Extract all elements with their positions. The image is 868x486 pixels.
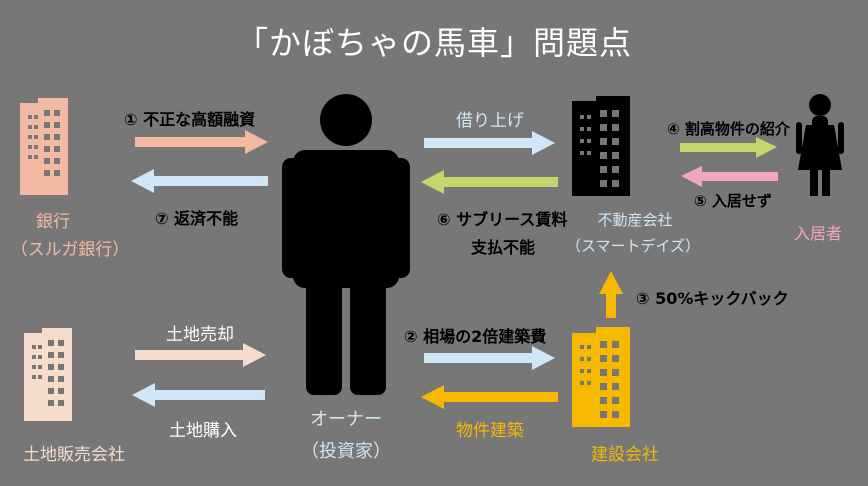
land-company-building-icon xyxy=(24,328,72,421)
arrow-kickback xyxy=(599,271,623,318)
arrow-land-sale xyxy=(135,343,266,367)
arrow-no-repay xyxy=(131,169,268,193)
edge-label-land-purchase: 土地購入 xyxy=(169,421,237,441)
bank-sublabel: （スルガ銀行） xyxy=(10,240,130,260)
tenant-label: 入居者 xyxy=(793,224,843,243)
edge-label-no-repay: ⑦ 返済不能 xyxy=(155,209,239,228)
edge-label-no-move-in: ⑤ 入居せず xyxy=(694,192,772,210)
edge-label-build-cost: ② 相場の2倍建築費 xyxy=(404,327,547,346)
builder-label: 建設会社 xyxy=(591,445,659,465)
edge-label-kickback: ③ 50%キックバック xyxy=(636,289,789,308)
page-title: 「かぼちゃの馬車」問題点 xyxy=(235,24,632,62)
realestate-label: 不動産会社 xyxy=(597,211,673,229)
arrow-land-purchase xyxy=(132,383,265,407)
owner-person-icon xyxy=(282,94,410,395)
realestate-building-icon xyxy=(572,96,630,196)
edge-label-lease: 借り上げ xyxy=(456,111,524,131)
arrow-construction xyxy=(421,385,558,409)
edge-label-sublease-1: ⑥ サブリース賃料 xyxy=(437,210,568,229)
land-company-label: 土地販売会社 xyxy=(23,445,125,465)
owner-label: オーナー xyxy=(310,409,382,430)
edge-label-loan: ① 不正な高額融資 xyxy=(124,110,256,129)
bank-label: 銀行 xyxy=(36,212,70,232)
edge-label-sublease-2: 支払不能 xyxy=(471,238,536,257)
edge-label-land-sale: 土地売却 xyxy=(166,325,234,345)
owner-sublabel: （投資家） xyxy=(301,441,391,462)
edge-label-intro: ④ 割高物件の紹介 xyxy=(667,120,790,138)
bank-building-icon xyxy=(20,98,68,195)
arrow-lease xyxy=(424,131,555,155)
arrow-intro xyxy=(680,137,777,158)
arrow-loan xyxy=(135,130,268,154)
realestate-sublabel: （スマートデイズ） xyxy=(565,237,701,255)
edge-label-construction: 物件建築 xyxy=(456,421,524,441)
arrow-sublease-unpaid xyxy=(421,170,558,194)
tenant-person-icon xyxy=(796,94,844,196)
arrow-no-move-in xyxy=(681,166,778,187)
builder-building-icon xyxy=(572,327,630,427)
arrow-build-cost xyxy=(424,346,555,370)
